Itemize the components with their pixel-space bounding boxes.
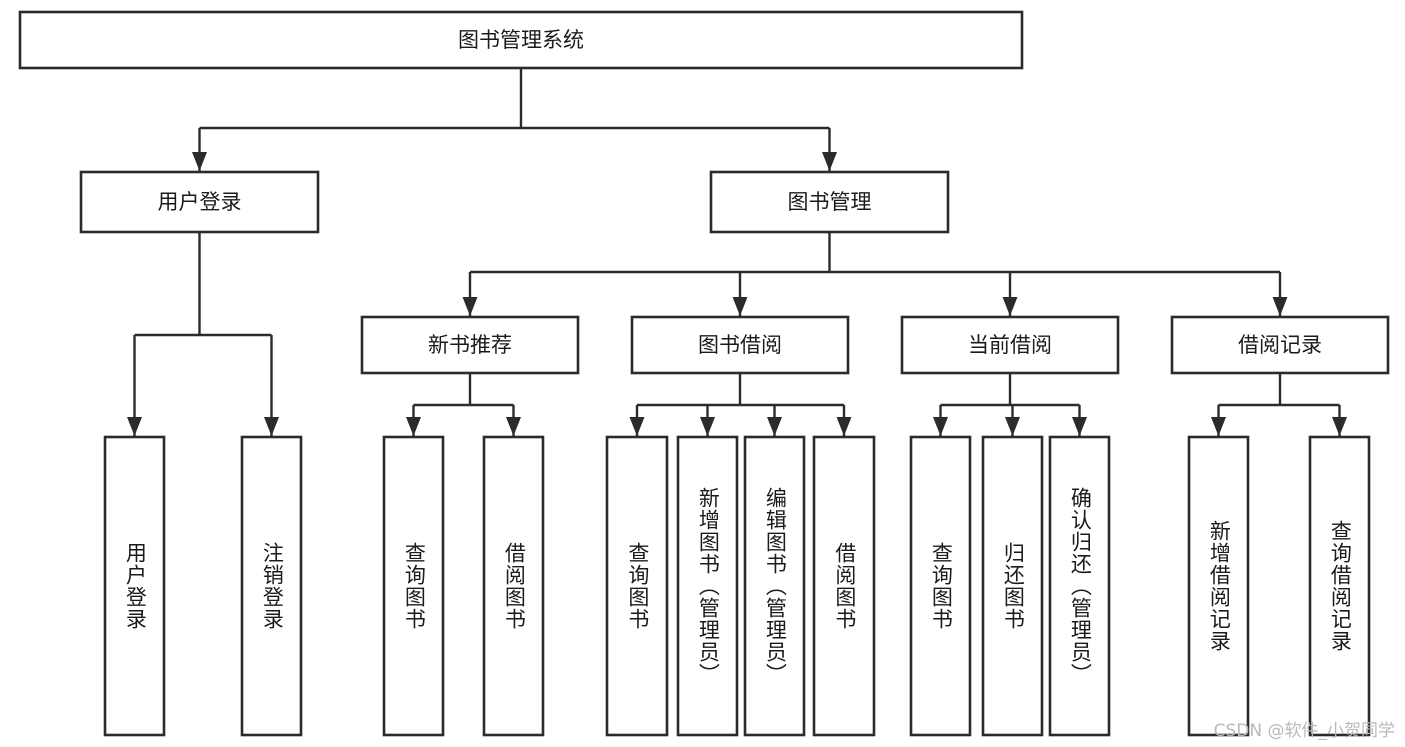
node-leaf-8-rect bbox=[909, 435, 972, 737]
node-leaf-9[interactable] bbox=[981, 435, 1044, 737]
node-level3-2-rect bbox=[900, 315, 1120, 375]
arrow-head-icon-level3-0 bbox=[462, 297, 478, 316]
node-leaf-10[interactable] bbox=[1048, 435, 1111, 737]
node-leaf-0[interactable] bbox=[103, 435, 166, 737]
arrow-head-icon-leaf-图书借阅-1 bbox=[700, 417, 715, 436]
arrow-head-icon-level3-3 bbox=[1272, 297, 1288, 316]
arrow-head-icon-leaf-当前借阅-0 bbox=[933, 417, 948, 436]
arrow-head-icon-leaf-当前借阅-1 bbox=[1005, 417, 1020, 436]
node-level3-3-rect bbox=[1170, 315, 1390, 375]
node-leaf-7[interactable] bbox=[812, 435, 876, 737]
node-leaf-0-rect bbox=[103, 435, 166, 737]
node-leaf-1[interactable] bbox=[240, 435, 303, 737]
arrow-head-icon-leaf-用户登录-1 bbox=[264, 417, 279, 436]
node-level3-0-label: 新书推荐 bbox=[428, 333, 512, 357]
node-level3-0-rect bbox=[360, 315, 580, 375]
node-root-图书管理系统[interactable]: 图书管理系统 bbox=[18, 10, 1024, 70]
node-level2-1[interactable]: 图书管理 bbox=[709, 170, 950, 234]
node-leaf-11-rect bbox=[1187, 435, 1250, 737]
node-leaf-2-rect bbox=[382, 435, 445, 737]
node-leaf-11[interactable] bbox=[1187, 435, 1250, 737]
arrow-head-icon-level3-2 bbox=[1002, 297, 1018, 316]
node-leaf-8[interactable] bbox=[909, 435, 972, 737]
arrow-head-icon-leaf-当前借阅-2 bbox=[1072, 417, 1087, 436]
node-level3-1-label: 图书借阅 bbox=[698, 333, 782, 357]
node-leaf-10-rect bbox=[1048, 435, 1111, 737]
node-level3-0[interactable]: 新书推荐 bbox=[360, 315, 580, 375]
node-leaf-1-rect bbox=[240, 435, 303, 737]
arrow-head-icon-leaf-借阅记录-1 bbox=[1332, 417, 1347, 436]
arrow-head-icon-level2-0 bbox=[192, 152, 207, 171]
node-root-图书管理系统-label: 图书管理系统 bbox=[458, 28, 584, 52]
node-level3-2[interactable]: 当前借阅 bbox=[900, 315, 1120, 375]
node-leaf-5[interactable] bbox=[676, 435, 739, 737]
node-level2-0-label: 用户登录 bbox=[158, 190, 242, 214]
node-level3-3[interactable]: 借阅记录 bbox=[1170, 315, 1390, 375]
arrow-head-icon-leaf-图书借阅-3 bbox=[836, 417, 852, 436]
node-level2-0-rect bbox=[79, 170, 320, 234]
node-leaf-6-rect bbox=[743, 435, 806, 737]
node-leaf-7-rect bbox=[812, 435, 876, 737]
node-level2-1-label: 图书管理 bbox=[788, 190, 872, 214]
arrow-head-icon-leaf-图书借阅-0 bbox=[629, 417, 645, 436]
node-level3-3-label: 借阅记录 bbox=[1238, 333, 1322, 357]
node-leaf-4-rect bbox=[605, 435, 669, 737]
arrow-head-icon-level3-1 bbox=[732, 297, 748, 316]
arrow-head-icon-leaf-新书推荐-0 bbox=[406, 417, 421, 436]
node-leaf-3[interactable] bbox=[482, 435, 545, 737]
node-level2-1-rect bbox=[709, 170, 950, 234]
node-leaf-5-rect bbox=[676, 435, 739, 737]
node-level3-1-rect bbox=[630, 315, 850, 375]
arrow-head-icon-leaf-图书借阅-2 bbox=[767, 417, 782, 436]
arrow-head-icon-level2-1 bbox=[822, 152, 837, 171]
connector-layer bbox=[127, 68, 1347, 436]
node-level3-2-label: 当前借阅 bbox=[968, 333, 1052, 357]
node-leaf-4[interactable] bbox=[605, 435, 669, 737]
node-level2-0[interactable]: 用户登录 bbox=[79, 170, 320, 234]
arrow-head-icon-leaf-用户登录-0 bbox=[127, 417, 142, 436]
node-leaf-12[interactable] bbox=[1308, 435, 1371, 737]
node-leaf-2[interactable] bbox=[382, 435, 445, 737]
arrow-head-icon-leaf-借阅记录-0 bbox=[1211, 417, 1226, 436]
node-level3-1[interactable]: 图书借阅 bbox=[630, 315, 850, 375]
node-leaf-3-rect bbox=[482, 435, 545, 737]
arrow-head-icon-leaf-新书推荐-1 bbox=[506, 417, 521, 436]
node-leaf-9-rect bbox=[981, 435, 1044, 737]
node-leaf-12-rect bbox=[1308, 435, 1371, 737]
node-root-图书管理系统-rect bbox=[18, 10, 1024, 70]
node-leaf-6[interactable] bbox=[743, 435, 806, 737]
watermark-text: CSDN @软件_小贺同学 bbox=[1213, 721, 1395, 741]
